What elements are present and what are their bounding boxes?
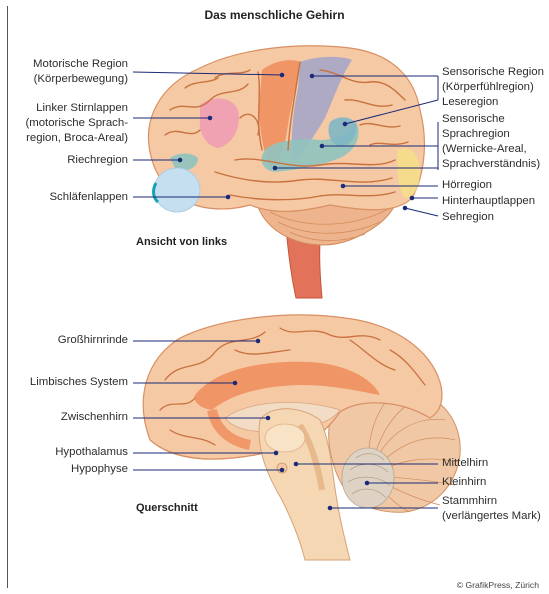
label-sensory-line2: (Körperfühlregion) — [442, 80, 544, 95]
label-pituitary: Hypophyse — [71, 462, 128, 477]
label-speech-line3: (Wernicke-Areal, — [442, 142, 540, 157]
label-frontal-line2: (motorische Sprach- — [25, 116, 128, 131]
label-brainstem-line1: Stammhirn — [442, 494, 541, 509]
label-cerebellum: Kleinhirn — [442, 475, 486, 490]
label-limbic-system: Limbisches System — [30, 375, 128, 390]
caption-cross-section: Querschnitt — [136, 502, 198, 514]
label-frontal-lobe: Linker Stirnlappen (motorische Sprach- r… — [25, 101, 128, 146]
brain-left-view — [149, 46, 425, 298]
label-hearing-region: Hörregion — [442, 178, 492, 193]
label-brainstem: Stammhirn (verlängertes Mark) — [442, 494, 541, 524]
label-speech-line4: Sprachverständnis) — [442, 157, 540, 172]
label-motor-line2: (Körperbewegung) — [33, 72, 128, 87]
label-speech-line2: Sprachregion — [442, 127, 540, 142]
label-motor-line1: Motorische Region — [33, 57, 128, 72]
temporal-ball — [154, 168, 200, 212]
label-temporal-lobe: Schläfenlappen — [49, 190, 128, 205]
label-motor-region: Motorische Region (Körperbewegung) — [33, 57, 128, 87]
label-diencephalon: Zwischenhirn — [61, 410, 128, 425]
label-reading-region: Leseregion — [442, 95, 498, 110]
label-speech-line1: Sensorische — [442, 112, 540, 127]
label-brainstem-line2: (verlängertes Mark) — [442, 509, 541, 524]
label-sensory-line1: Sensorische Region — [442, 65, 544, 80]
label-speech-region: Sensorische Sprachregion (Wernicke-Areal… — [442, 112, 540, 172]
label-midbrain: Mittelhirn — [442, 456, 488, 471]
label-occipital-lobe: Hinterhauptlappen — [442, 194, 535, 209]
credit-line: © GrafikPress, Zürich — [457, 580, 539, 590]
label-sensory-region: Sensorische Region (Körperfühlregion) — [442, 65, 544, 95]
label-olfactory: Riechregion — [67, 153, 128, 168]
label-hypothalamus: Hypothalamus — [55, 445, 128, 460]
label-cortex: Großhirnrinde — [58, 333, 128, 348]
label-frontal-line3: region, Broca-Areal) — [25, 131, 128, 146]
brain-cross-section — [143, 315, 460, 560]
label-visual-region: Sehregion — [442, 210, 494, 225]
caption-left-view: Ansicht von links — [136, 236, 227, 248]
label-frontal-line1: Linker Stirnlappen — [25, 101, 128, 116]
